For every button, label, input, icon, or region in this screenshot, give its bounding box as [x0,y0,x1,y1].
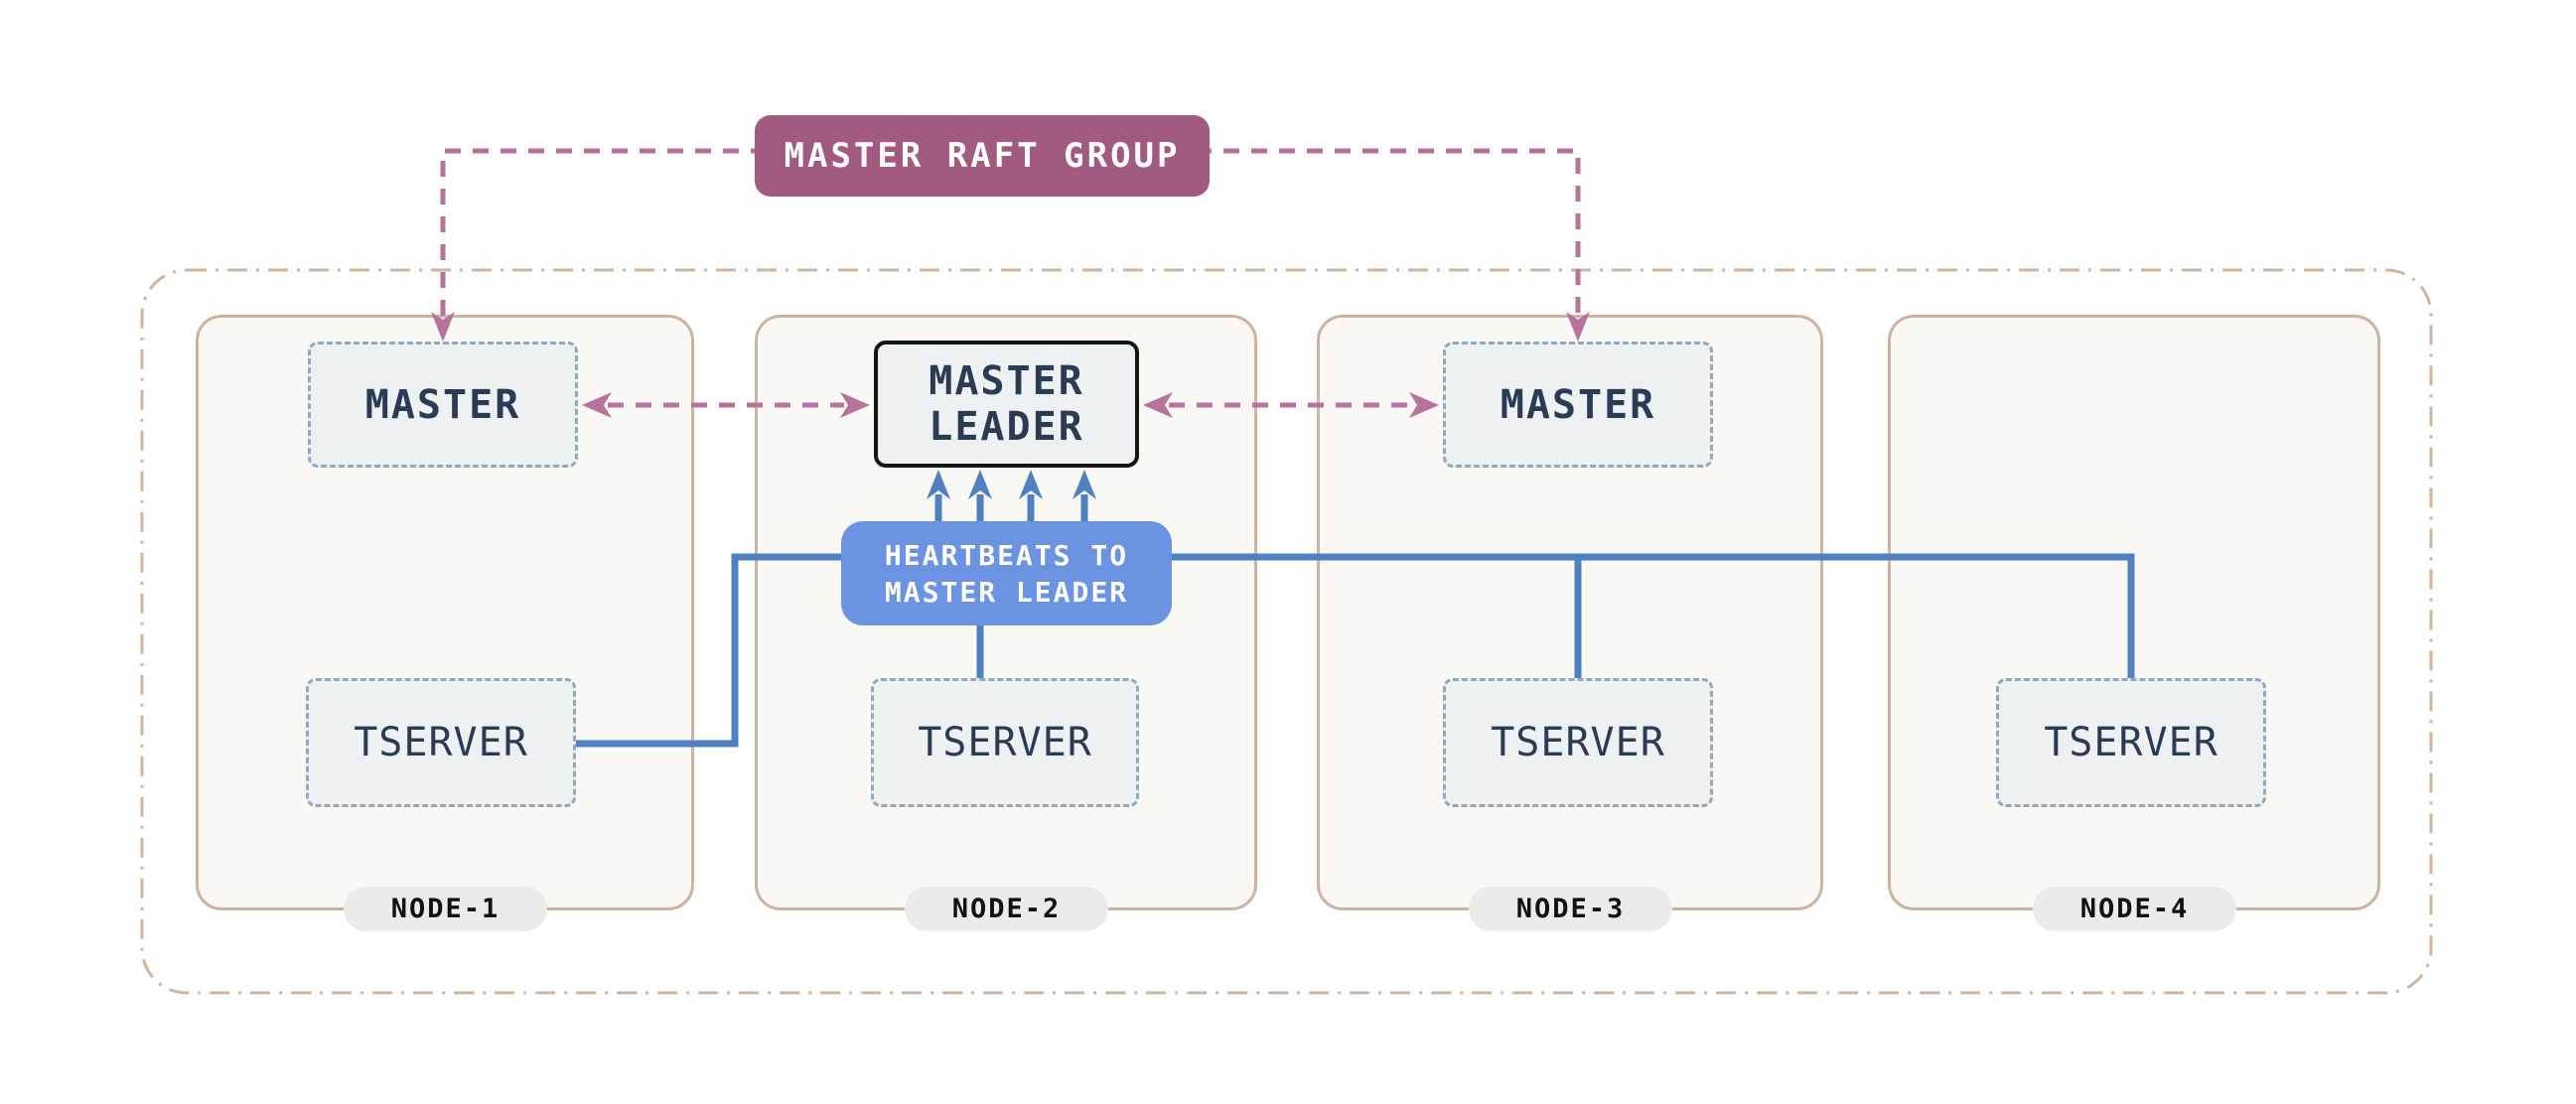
arrow-up-into-leader-icon [1073,470,1096,499]
master-node1-label: MASTER [364,381,521,428]
arrow-right-into-leader-icon [840,392,870,418]
tserver-node3-box: TSERVER [1443,678,1713,807]
master-leader-line2: LEADER [929,404,1084,450]
arrow-right-into-master3-icon [1409,392,1439,418]
arrow-down-into-master1-icon [431,312,455,342]
node-2-label: NODE-2 [905,887,1108,931]
arrow-up-into-leader-icon [1019,470,1043,499]
master-leader-line1: MASTER [929,358,1084,404]
node-1-label: NODE-1 [344,887,547,931]
arrow-left-into-master1-icon [582,392,612,418]
cluster-boundary [140,268,2433,995]
arrow-up-into-leader-icon [927,470,950,499]
arrow-left-into-leader-icon [1143,392,1173,418]
tserver-node2-box: TSERVER [871,678,1139,807]
heartbeats-line1: HEARTBEATS TO [884,538,1129,572]
heartbeats-badge: HEARTBEATS TO MASTER LEADER [841,521,1172,625]
tserver-node1-box: TSERVER [306,678,576,807]
master-raft-group-badge: MASTER RAFT GROUP [755,115,1210,197]
tserver-node4-label: TSERVER [2044,720,2218,765]
master-node1-box: MASTER [308,342,578,468]
tserver-node2-label: TSERVER [918,720,1092,765]
arrow-down-into-master3-icon [1566,312,1590,342]
master-leader-box: MASTER LEADER [874,341,1139,468]
node-3-label: NODE-3 [1469,887,1672,931]
arrow-up-into-leader-icon [968,470,992,499]
node-4-label: NODE-4 [2033,887,2236,931]
heartbeat-bus-line [576,553,2135,748]
master-node3-box: MASTER [1443,342,1713,468]
heartbeats-line2: MASTER LEADER [884,575,1129,609]
master-node3-label: MASTER [1500,381,1656,428]
tserver-node3-label: TSERVER [1491,720,1665,765]
master-raft-group-label: MASTER RAFT GROUP [784,136,1181,176]
tserver-node4-box: TSERVER [1996,678,2266,807]
tserver-node1-label: TSERVER [354,720,528,765]
